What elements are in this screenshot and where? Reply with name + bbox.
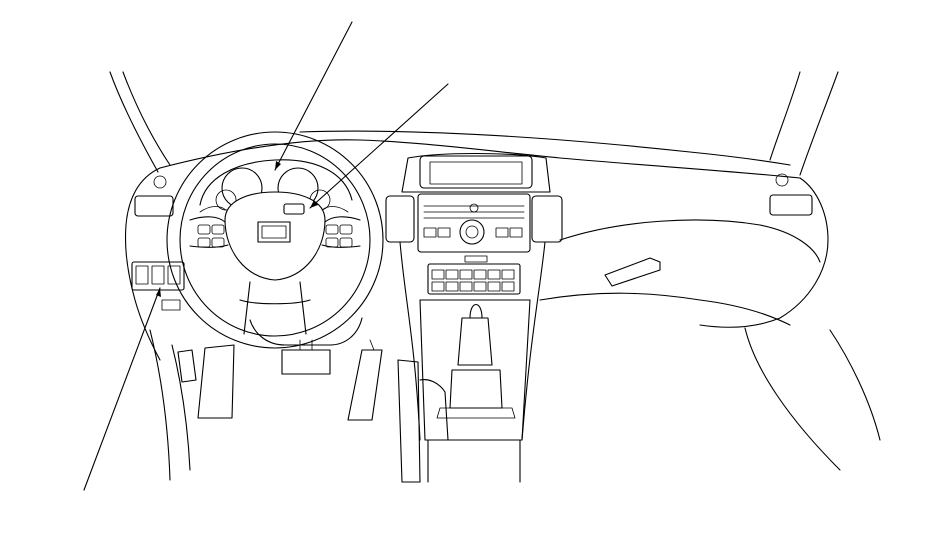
lower-dash-switch-panel	[131, 261, 185, 311]
callout-instrument-gauges	[274, 21, 353, 171]
callout-arrowhead	[156, 288, 161, 297]
callout-arrowhead	[275, 161, 281, 170]
left-air-vent	[134, 195, 174, 217]
callout-steering-wheel-button	[309, 83, 449, 209]
audio-buttons	[423, 205, 525, 238]
cabin-frame	[109, 71, 839, 176]
steering-column	[249, 317, 363, 346]
callout-arrowhead	[310, 200, 318, 208]
audio-knob	[459, 219, 485, 245]
gear-shifter	[457, 317, 493, 366]
climate-buttons	[431, 269, 515, 292]
steering-wheel	[166, 131, 384, 349]
pedals-area	[149, 329, 383, 481]
parking-brake-pedal	[281, 349, 331, 375]
brake-pedal	[197, 344, 235, 419]
footrest	[177, 349, 197, 383]
center-console	[397, 299, 531, 483]
glove-box-handle	[604, 257, 661, 287]
steering-wheel-switch	[283, 203, 305, 215]
right-air-vent	[769, 194, 813, 216]
navigation-display	[419, 155, 533, 189]
accelerator-pedal	[347, 349, 383, 421]
callout-leaders	[83, 21, 449, 491]
center-vent-right	[531, 195, 563, 243]
callout-lower-dash-switches	[83, 287, 161, 491]
dashboard	[124, 139, 881, 471]
center-stack	[385, 152, 563, 441]
center-vent-left	[385, 195, 415, 243]
